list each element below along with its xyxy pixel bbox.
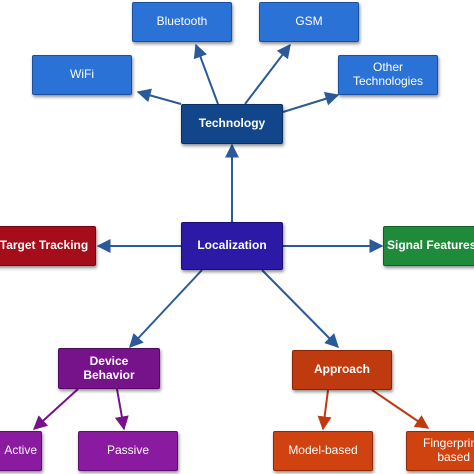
- model-based-node: Model-based: [273, 431, 373, 471]
- gsm-label: GSM: [295, 14, 323, 29]
- device-behavior-node: Device Behavior: [58, 348, 160, 389]
- arrow-technology-to-bluetooth: [193, 43, 219, 105]
- signal-features-label: Signal Features: [387, 238, 474, 253]
- passive-label: Passive: [106, 443, 150, 458]
- arrow-localization-to-approach: [261, 269, 339, 348]
- bluetooth-label: Bluetooth: [156, 14, 208, 29]
- signal-features-node: Signal Features: [383, 226, 474, 266]
- technology-node: Technology: [181, 104, 283, 144]
- passive-node: Passive: [78, 431, 178, 471]
- active-label: Active: [4, 443, 37, 458]
- arrow-technology-to-other: [282, 92, 340, 113]
- bluetooth-node: Bluetooth: [132, 2, 232, 42]
- arrow-localization-to-device-behavior: [129, 269, 203, 349]
- approach-node: Approach: [292, 350, 392, 390]
- arrow-approach-to-model-based: [317, 389, 332, 431]
- fingerprint-based-node: Fingerprint- based: [406, 431, 474, 471]
- device-behavior-label-line2: Behavior: [83, 367, 135, 382]
- arrow-technology-to-wifi: [136, 88, 182, 105]
- technology-label: Technology: [198, 116, 266, 131]
- wifi-label: WiFi: [70, 67, 94, 82]
- arrow-approach-to-fingerprint-based: [371, 389, 430, 429]
- other-technologies-label-line2: Technologies: [352, 74, 424, 88]
- device-behavior-label-line1: Device: [89, 353, 129, 368]
- model-based-label: Model-based: [288, 443, 358, 458]
- arrow-technology-to-gsm: [244, 43, 291, 105]
- target-tracking-node: Target Tracking: [0, 226, 96, 266]
- active-node: Active: [0, 431, 42, 471]
- fingerprint-based-label-line1: Fingerprint-: [423, 436, 474, 451]
- target-tracking-label: Target Tracking: [0, 238, 89, 253]
- localization-label: Localization: [197, 238, 267, 253]
- wifi-node: WiFi: [32, 55, 132, 95]
- fingerprint-based-label-line2: based: [437, 450, 471, 464]
- arrow-device-behavior-to-passive: [114, 388, 129, 431]
- other-technologies-node: Other Technologies: [338, 55, 438, 95]
- gsm-node: GSM: [259, 2, 359, 42]
- arrow-device-behavior-to-active: [32, 388, 79, 430]
- other-technologies-label-line1: Other: [372, 60, 403, 75]
- localization-node: Localization: [181, 222, 283, 270]
- approach-label: Approach: [313, 362, 370, 377]
